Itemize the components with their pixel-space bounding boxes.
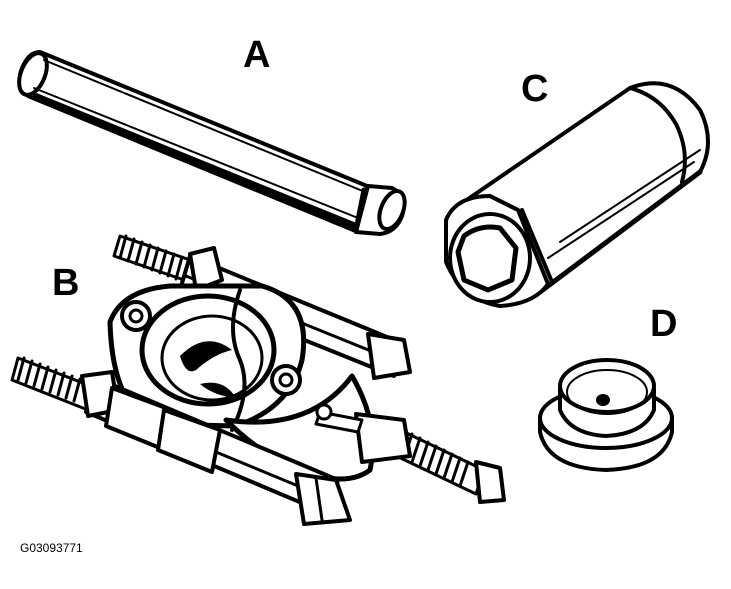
part-label-b: B <box>52 262 80 304</box>
sleeve-tube-icon <box>444 81 710 308</box>
part-label-a: A <box>243 34 271 76</box>
stepped-disc-adapter-icon <box>538 358 674 472</box>
part-label-d: D <box>650 303 678 345</box>
driver-rod-icon <box>17 50 407 236</box>
part-label-c: C <box>521 68 549 110</box>
bearing-separator-icon <box>10 234 506 526</box>
figure-code: G03093771 <box>20 541 83 555</box>
